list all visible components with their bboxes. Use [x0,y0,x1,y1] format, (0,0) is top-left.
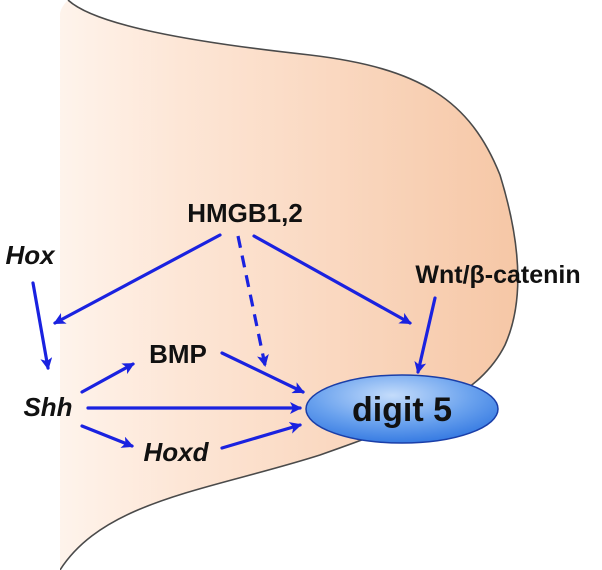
arrow-hoxd-to-digit5 [220,422,302,450]
label-hox: Hox [5,240,56,270]
digit-5-ellipse [305,374,499,444]
label-hoxd: Hoxd [144,437,210,467]
arrow-hox-to-shh [31,281,53,370]
arrow-shh-to-hoxd [80,424,134,448]
arrow-bmp-to-digit5 [220,351,305,394]
label-shh: Shh [23,392,72,422]
arrow-hmgb-to-shh [53,233,222,325]
label-wnt: Wnt/β-catenin [415,261,580,289]
label-bmp: BMP [149,339,207,369]
limb-bud-outline [59,0,519,570]
arrow-hmgb-to-wnt [252,234,412,325]
arrow-hmgb-to-digit5-dashed [236,235,269,367]
arrow-wnt-to-digit5 [414,296,437,374]
arrow-shh-to-bmp [80,362,135,394]
label-hmgb: HMGB1,2 [187,198,303,228]
label-digit5: digit 5 [352,391,452,429]
